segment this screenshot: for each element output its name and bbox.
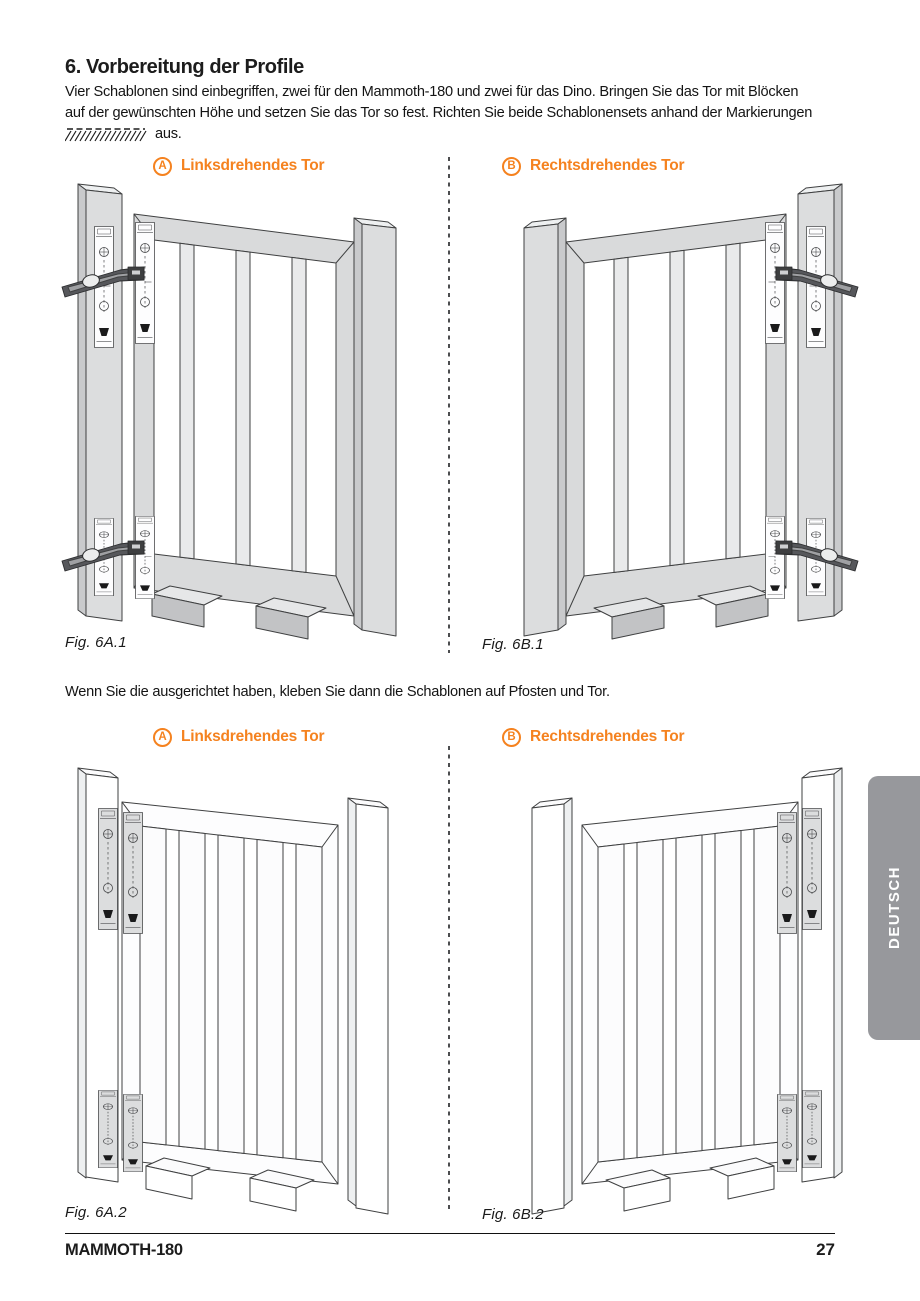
badge-b-icon: B (502, 156, 521, 176)
intro-line-1: Vier Schablonen sind einbegriffen, zwei … (65, 84, 799, 100)
label-rechtsdrehendes-tor: Rechtsdrehendes Tor (530, 728, 685, 745)
footer-page-number: 27 (816, 1240, 835, 1259)
middle-instruction-text: Wenn Sie die ausgerichtet haben, kleben … (65, 684, 610, 700)
language-tab-deutsch: DEUTSCH (868, 776, 920, 1040)
label-rechtsdrehendes-tor: Rechtsdrehendes Tor (530, 157, 685, 174)
hatch-marking-icon (65, 127, 147, 141)
badge-a-icon: A (153, 727, 172, 747)
gate-illustration-6b1 (470, 178, 860, 653)
gate-illustration-6b2 (470, 762, 860, 1222)
intro-line-3-text: aus. (155, 126, 182, 142)
gate-illustration-6a1 (60, 178, 450, 653)
section-title: 6. Vorbereitung der Profile (65, 56, 304, 78)
language-tab-label: DEUTSCH (885, 866, 903, 950)
badge-b-icon: B (502, 727, 521, 747)
intro-line-2: auf der gewünschten Höhe und setzen Sie … (65, 105, 813, 121)
gate-illustration-6a2 (60, 762, 450, 1222)
caption-fig-6b2: Fig. 6B.2 (482, 1206, 544, 1223)
caption-fig-6a1: Fig. 6A.1 (65, 634, 127, 651)
label-gate-right-row2: B Rechtsdrehendes Tor (502, 727, 685, 747)
badge-a-icon: A (153, 156, 172, 176)
label-gate-left-row2: A Linksdrehendes Tor (153, 727, 325, 747)
label-gate-right-row1: B Rechtsdrehendes Tor (502, 156, 685, 176)
label-linksdrehendes-tor: Linksdrehendes Tor (181, 728, 325, 745)
dashed-divider-row1 (448, 157, 450, 653)
intro-line-3: aus. (65, 126, 182, 142)
caption-fig-6b1: Fig. 6B.1 (482, 636, 544, 653)
footer-rule (65, 1233, 835, 1234)
dashed-divider-row2 (448, 746, 450, 1213)
footer-product-name: MAMMOTH-180 (65, 1241, 183, 1259)
label-linksdrehendes-tor: Linksdrehendes Tor (181, 157, 325, 174)
caption-fig-6a2: Fig. 6A.2 (65, 1204, 127, 1221)
label-gate-left-row1: A Linksdrehendes Tor (153, 156, 325, 176)
